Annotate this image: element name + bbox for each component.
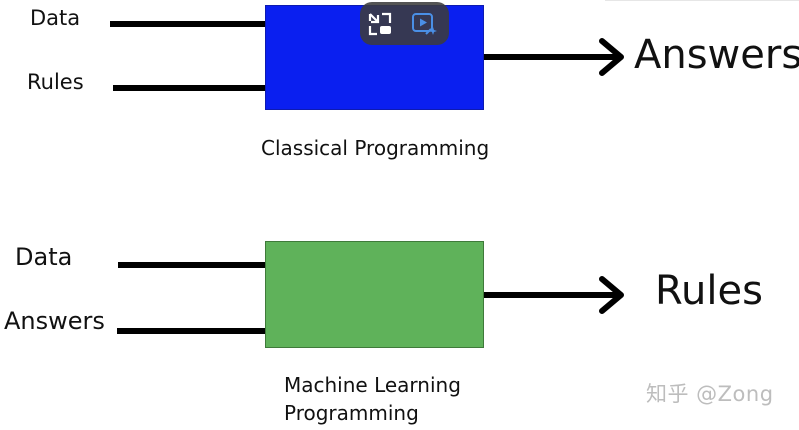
classical-input-rules-line (113, 85, 266, 91)
ml-output-rules-label: Rules (655, 268, 763, 314)
classical-input-rules-label: Rules (27, 70, 84, 94)
ml-caption-line2: Programming (284, 401, 419, 425)
video-ai-icon (412, 13, 437, 35)
video-ai-button[interactable] (410, 10, 438, 38)
picture-in-picture-exit-icon (368, 12, 392, 36)
ml-caption-line1: Machine Learning (284, 373, 461, 397)
classical-input-data-line (110, 21, 266, 27)
ml-input-data-label: Data (15, 243, 73, 271)
top-edge-line (605, 0, 799, 1)
ml-input-answers-label: Answers (4, 307, 105, 335)
exit-picture-in-picture-button[interactable] (366, 10, 394, 38)
classical-caption: Classical Programming (261, 136, 490, 160)
classical-output-arrow (484, 38, 626, 76)
classical-input-data-label: Data (30, 6, 81, 30)
media-overlay-toolbar (360, 2, 449, 45)
zhihu-watermark: 知乎 @Zong (646, 382, 774, 406)
ml-input-data-line (118, 262, 266, 268)
ml-output-arrow (484, 276, 626, 314)
ml-input-answers-line (117, 328, 266, 334)
classical-output-answers-label: Answers (634, 32, 799, 78)
ml-process-box (265, 241, 484, 348)
